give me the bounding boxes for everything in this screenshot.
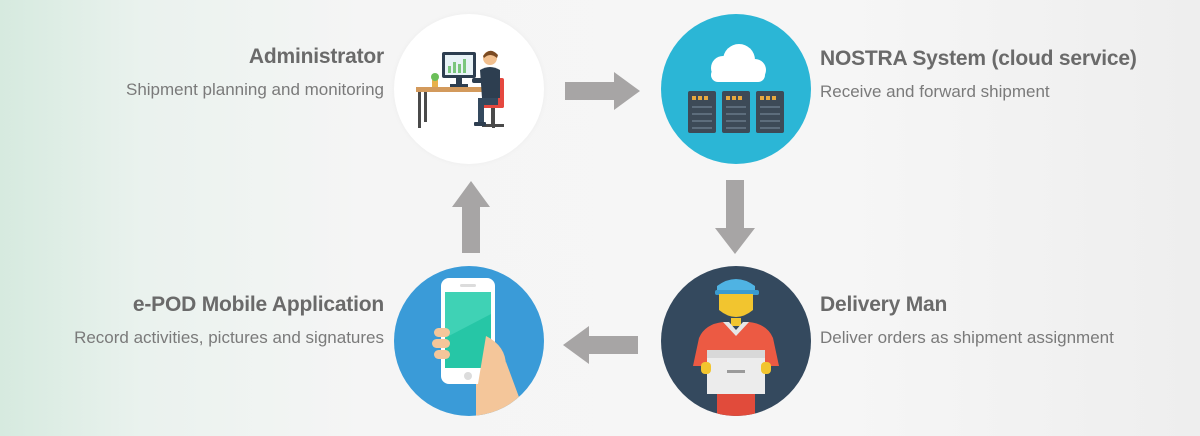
delivery-title: Delivery Man xyxy=(820,293,948,316)
arrow-left-icon xyxy=(563,326,638,364)
admin-label: Administrator Shipment planning and moni… xyxy=(4,44,384,102)
delivery-label: Delivery Man Deliver orders as shipment … xyxy=(820,292,1200,350)
admin-subtitle: Shipment planning and monitoring xyxy=(125,80,384,99)
cloud-title: NOSTRA System (cloud service) xyxy=(820,47,1137,70)
admin-node xyxy=(394,14,544,164)
delivery-man-icon xyxy=(693,279,779,416)
arrow-up-icon xyxy=(452,181,490,253)
admin-title: Administrator xyxy=(248,45,384,68)
mobile-phone-icon xyxy=(432,278,526,416)
arrow-right-icon xyxy=(565,72,640,110)
cloud-node xyxy=(661,14,811,164)
delivery-subtitle: Deliver orders as shipment assignment xyxy=(820,328,1114,347)
delivery-node xyxy=(661,266,811,416)
cloud-subtitle: Receive and forward shipment xyxy=(820,82,1050,101)
epod-title: e-POD Mobile Application xyxy=(132,293,384,316)
admin-desk-icon xyxy=(416,50,504,128)
cloud-label: NOSTRA System (cloud service) Receive an… xyxy=(820,46,1200,104)
epod-node xyxy=(394,266,544,416)
epod-subtitle: Record activities, pictures and signatur… xyxy=(74,328,384,347)
arrow-down-icon xyxy=(715,180,755,254)
epod-label: e-POD Mobile Application Record activiti… xyxy=(4,292,384,350)
cloud-server-icon xyxy=(688,44,784,133)
